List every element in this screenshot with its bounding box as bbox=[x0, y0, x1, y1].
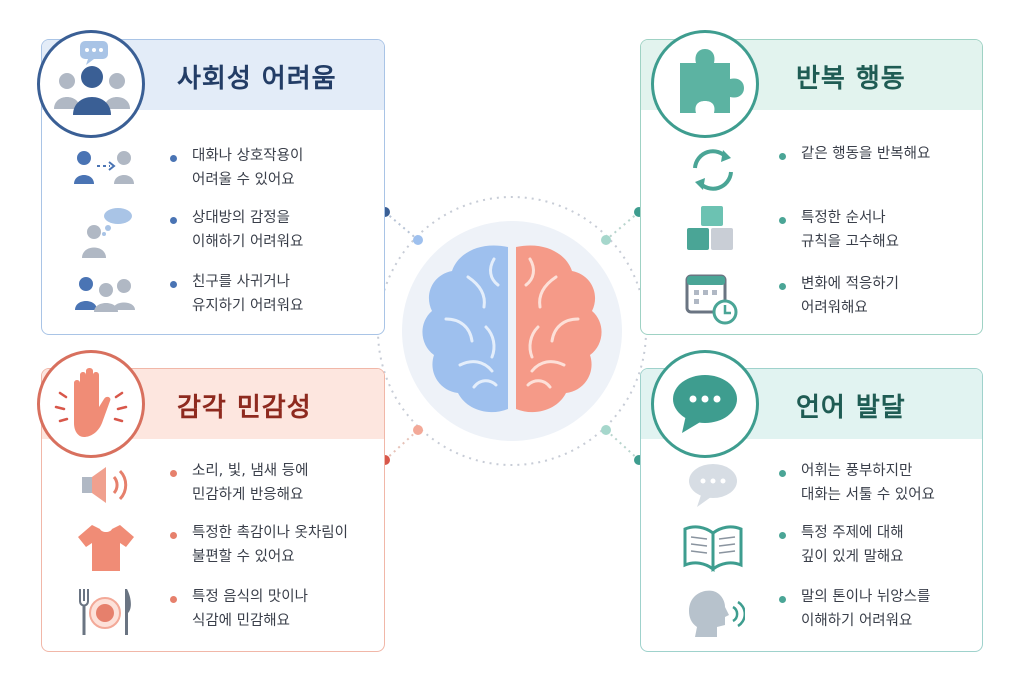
social-panel-title: 사회성 어려움 bbox=[177, 64, 337, 94]
thinking-person-icon bbox=[82, 208, 132, 258]
speaker-sound-icon bbox=[82, 467, 128, 503]
friends-group-icon bbox=[75, 277, 135, 312]
bullet-dot bbox=[170, 470, 177, 477]
brain-icon bbox=[402, 221, 622, 441]
sensory-panel-title: 감각 민감성 bbox=[177, 393, 312, 423]
people-interaction-icon bbox=[74, 151, 134, 184]
bullet-dot bbox=[779, 532, 786, 539]
repeat-panel-title: 반복 행동 bbox=[796, 64, 906, 94]
bullet-dot bbox=[779, 596, 786, 603]
bullet-dot bbox=[779, 470, 786, 477]
plate-utensils-icon bbox=[79, 589, 131, 635]
bullet-dot bbox=[170, 532, 177, 539]
bullet-dot bbox=[170, 155, 177, 162]
chat-bubble-icon bbox=[673, 375, 737, 433]
language-badge bbox=[651, 350, 759, 458]
bullet-dot bbox=[779, 283, 786, 290]
refresh-cycle-icon bbox=[693, 149, 733, 191]
speaking-head-icon bbox=[689, 590, 745, 637]
speech-bubble-icon bbox=[689, 464, 737, 507]
bullet-dot bbox=[170, 281, 177, 288]
tshirt-icon bbox=[78, 525, 134, 571]
item-text: 같은 행동을 반복해요 bbox=[801, 146, 931, 162]
bullet-dot bbox=[779, 153, 786, 160]
sensory-badge bbox=[37, 350, 145, 458]
puzzle-piece-icon bbox=[680, 49, 744, 113]
hand-icon bbox=[54, 368, 128, 437]
social-badge bbox=[37, 30, 145, 138]
bullet-dot bbox=[170, 596, 177, 603]
bullet-dot bbox=[170, 217, 177, 224]
stacked-blocks-icon bbox=[687, 206, 733, 250]
language-panel-title: 언어 발달 bbox=[796, 393, 906, 423]
people-chat-icon bbox=[54, 41, 130, 115]
open-book-icon bbox=[683, 525, 743, 572]
calendar-clock-icon bbox=[685, 274, 738, 325]
bullet-dot bbox=[779, 217, 786, 224]
repeat-badge bbox=[651, 30, 759, 138]
